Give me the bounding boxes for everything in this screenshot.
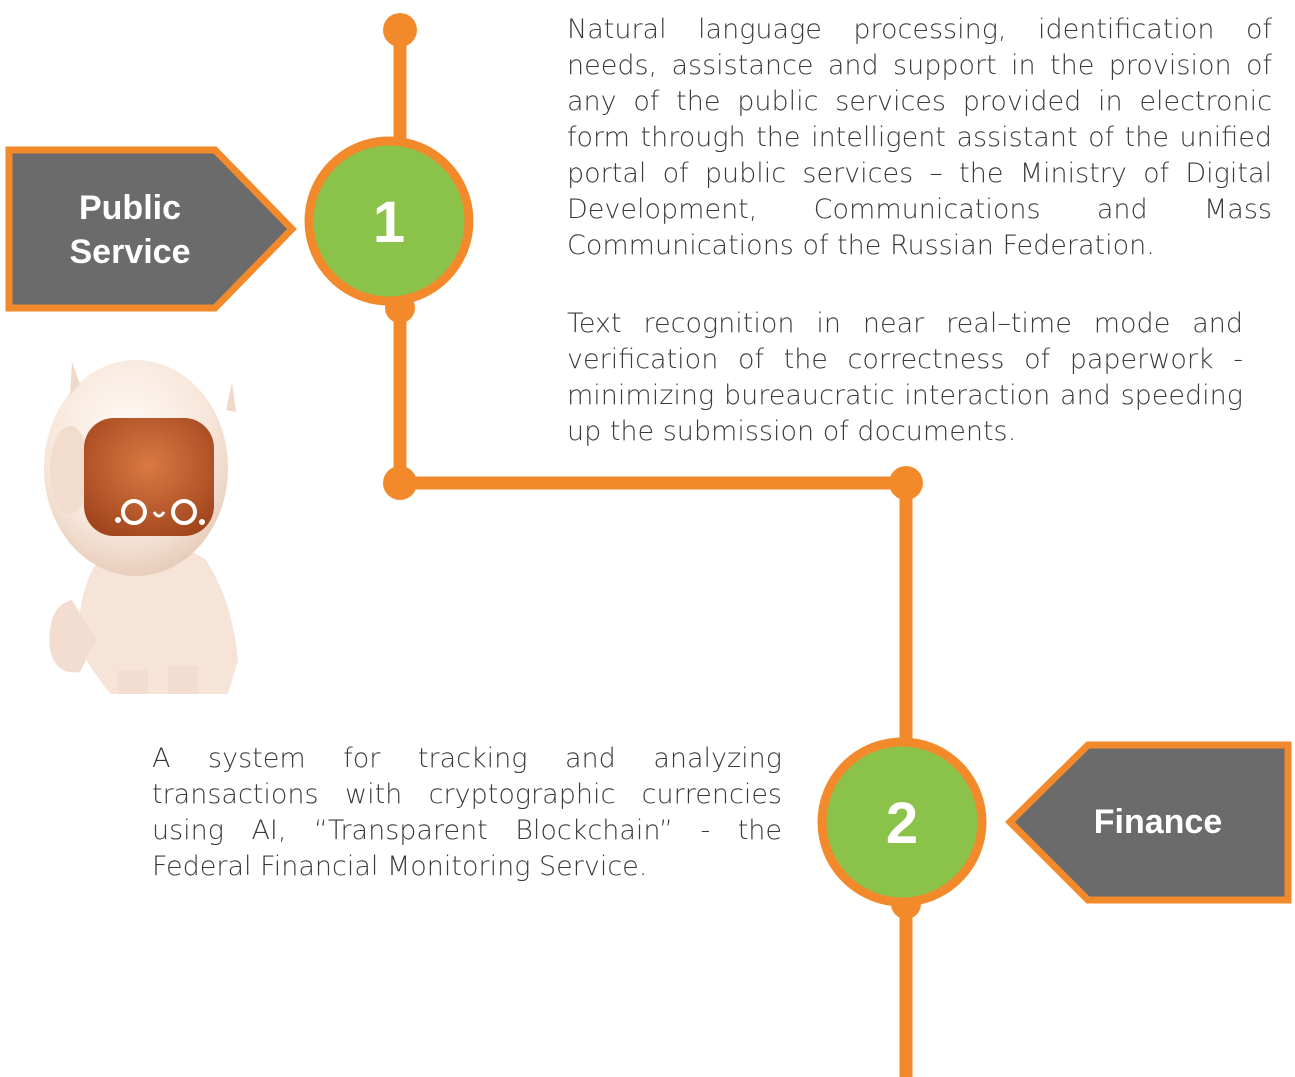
step-1-badge: 1 (304, 136, 474, 306)
finance-label: Finance (1094, 803, 1222, 841)
public-service-banner: Public Service (5, 146, 297, 312)
robot-mascot (44, 360, 239, 694)
public-service-label-line-2: Service (70, 233, 191, 271)
public-service-description-2: Text recognition in near real–time mode … (567, 308, 1243, 447)
step-2-number: 2 (886, 791, 918, 856)
public-service-label-line-1: Public (79, 189, 181, 227)
step-2-badge: 2 (817, 737, 987, 907)
finance-description: A system for tracking and analyzing tran… (152, 743, 782, 882)
step-1-number: 1 (373, 190, 405, 255)
public-service-description-1: Natural language processing, identificat… (567, 14, 1272, 261)
connector-dot-top (383, 13, 417, 47)
connector-dot-corner-left (383, 466, 417, 500)
finance-banner: Finance (1005, 741, 1292, 904)
connector-dot-corner-right (889, 466, 923, 500)
